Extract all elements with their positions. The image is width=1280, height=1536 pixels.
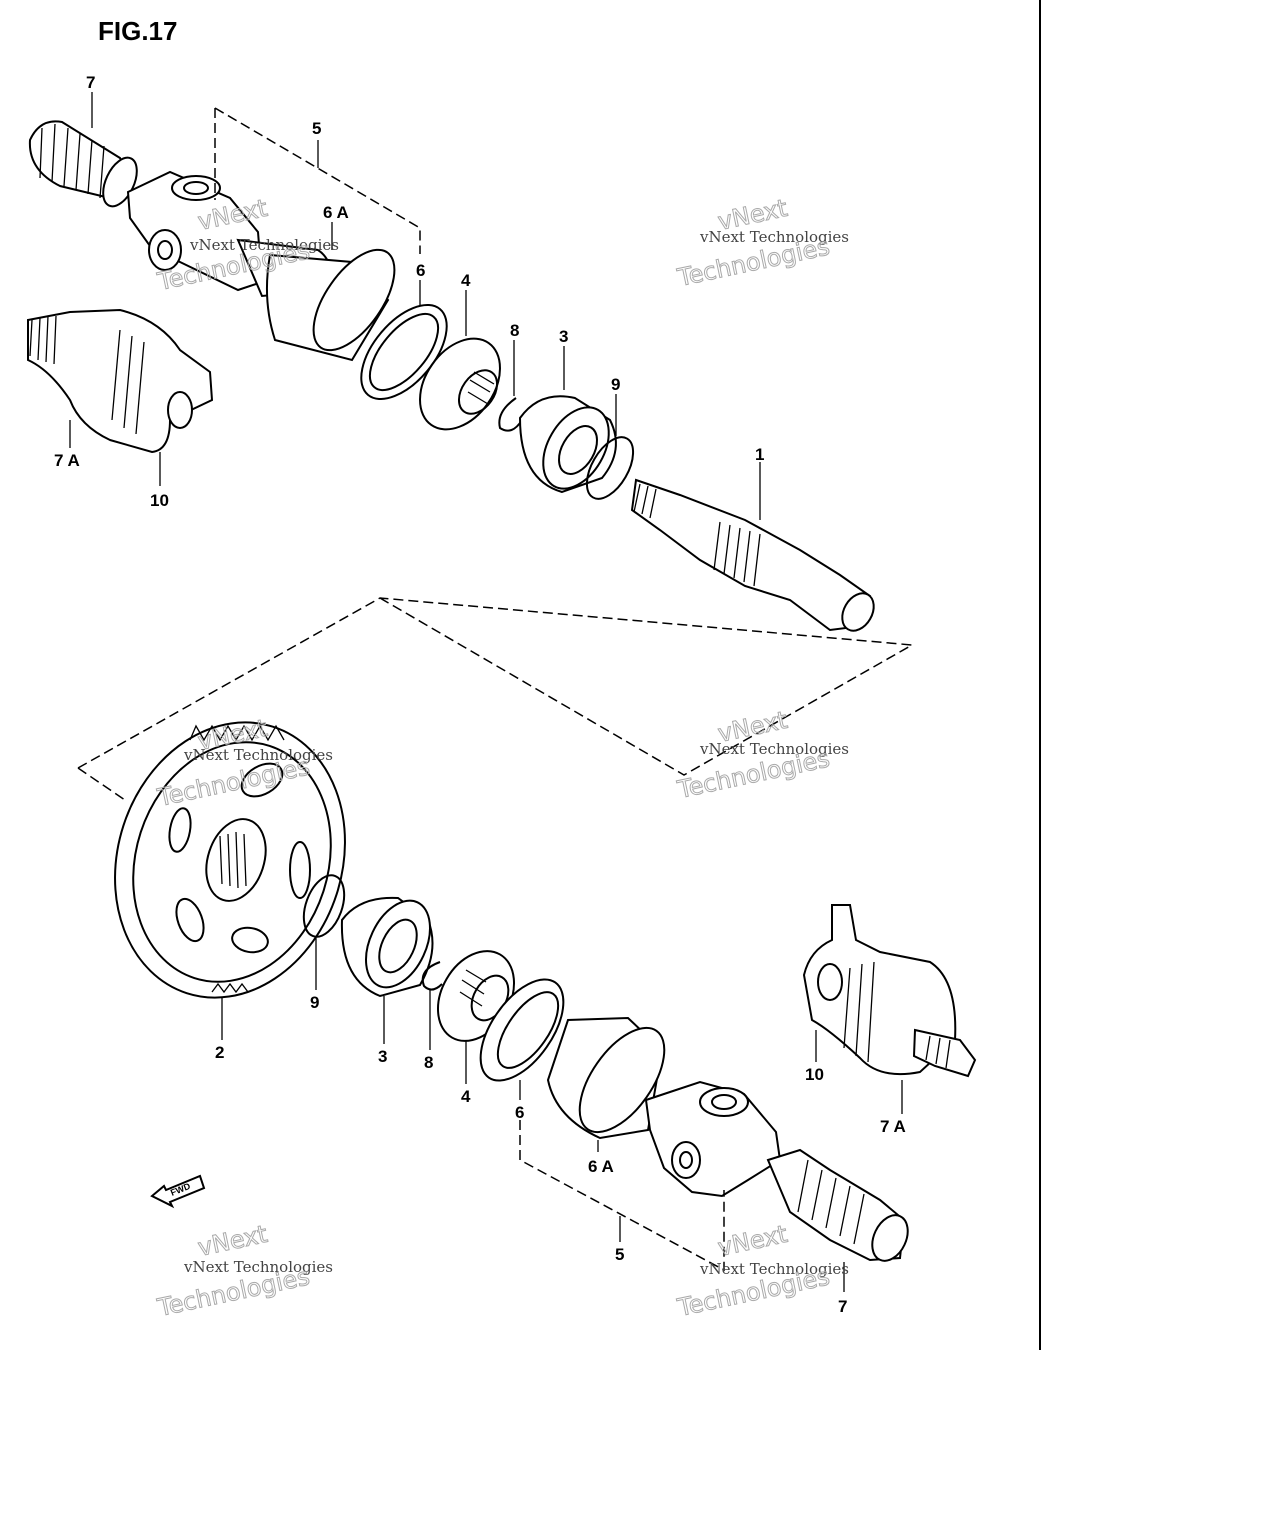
boot-part-7-lower [766,1148,909,1262]
callout-5-lower: 5 [615,1245,624,1264]
callout-6-upper: 6 [416,261,425,280]
callout-7a-lower: 7 A [880,1117,906,1136]
upper-assembly [27,107,915,801]
svg-text:vNext Technologies: vNext Technologies [183,746,333,764]
figure-title: FIG.17 [98,16,177,46]
callout-6a-lower: 6 A [588,1157,614,1176]
callout-10-upper: 10 [150,491,169,510]
callout-9-lower: 9 [310,993,319,1012]
svg-text:vNext: vNext [195,1220,269,1262]
callout-2: 2 [215,1043,224,1062]
callout-7-upper: 7 [86,73,95,92]
callout-7a-upper: 7 A [54,451,80,470]
callout-8-upper: 8 [510,321,519,340]
boot-part-7a-lower [802,904,977,1078]
fwd-arrow-icon: FWD [150,1174,206,1209]
svg-text:vNext Technologies: vNext Technologies [699,1260,849,1278]
ring-part-6-lower [479,978,565,1082]
watermark-4: vNext vNext Technologies Technologies [674,705,849,804]
watermark-5: vNext vNext Technologies Technologies [154,1219,333,1322]
callout-8-lower: 8 [424,1053,433,1072]
bearing-part-3-upper [518,395,617,494]
callout-6a-upper: 6 A [323,203,349,222]
svg-text:vNext Technologies: vNext Technologies [699,740,849,758]
seal-part-4-upper [419,337,501,431]
callout-3-lower: 3 [378,1047,387,1066]
circlip-part-8-lower [421,961,443,991]
connection-box [77,597,915,776]
callout-6-lower: 6 [515,1103,524,1122]
circlip-part-9-upper [585,436,635,500]
bearing-part-3-lower [340,896,434,998]
svg-text:vNext: vNext [715,1220,789,1262]
svg-text:vNext Technologies: vNext Technologies [699,228,849,246]
joint-yoke-lower [644,1080,782,1198]
callout-9-upper: 9 [611,375,620,394]
callout-1: 1 [755,445,764,464]
callouts-upper: 7 5 6 A 6 4 8 3 9 1 7 A 10 [54,73,764,510]
leader-lines-upper [69,92,761,520]
svg-text:vNext Technologies: vNext Technologies [183,1258,333,1276]
gear-part-2 [114,721,346,999]
leader-lines-lower [221,938,903,1292]
shaft-part-1 [630,478,875,632]
watermark-2: vNext vNext Technologies Technologies [674,193,849,292]
callout-4-lower: 4 [461,1087,471,1106]
lower-assembly: FWD [114,721,977,1272]
boot-part-6a-lower [546,1016,666,1140]
circlip-part-9-lower [302,874,346,938]
callout-4-upper: 4 [461,271,471,290]
callout-3-upper: 3 [559,327,568,346]
joint-yoke-upper [126,170,332,298]
circlip-part-8-upper [498,397,523,432]
group-bracket-lower [519,1120,725,1272]
callout-5-upper: 5 [312,119,321,138]
callout-10-lower: 10 [805,1065,824,1084]
callout-7-lower: 7 [838,1297,847,1316]
boot-part-7-upper [28,120,138,208]
boot-part-6a-upper [265,248,396,362]
boot-part-7a-upper [27,308,214,454]
group-bracket-upper [214,107,421,254]
callouts-lower: 2 9 3 8 4 6 6 A 5 7 10 7 A [215,993,906,1316]
svg-text:vNext Technologies: vNext Technologies [189,236,339,254]
